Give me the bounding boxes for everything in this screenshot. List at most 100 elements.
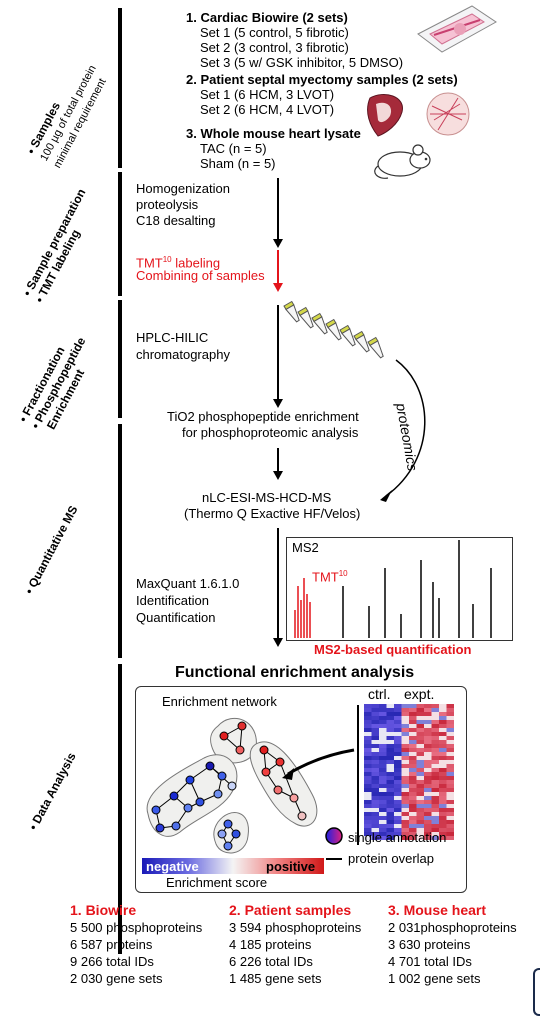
heatmap-cell xyxy=(416,716,424,720)
heatmap-cell xyxy=(364,788,372,792)
heatmap-cell xyxy=(371,704,379,708)
heatmap-cell xyxy=(371,716,379,720)
heatmap-cell xyxy=(431,752,439,756)
ms2-label: MS2 xyxy=(292,540,319,555)
heatmap-cell xyxy=(364,724,372,728)
heatmap-cell xyxy=(364,816,372,820)
heatmap-cell xyxy=(386,780,394,784)
heatmap-cell xyxy=(431,712,439,716)
heatmap-cell xyxy=(424,756,432,760)
heatmap-cell xyxy=(424,772,432,776)
heatmap-cell xyxy=(394,744,402,748)
heatmap-cell xyxy=(439,800,447,804)
heatmap-cell xyxy=(379,704,387,708)
mouse-icon xyxy=(374,144,431,179)
heatmap-cell xyxy=(379,708,387,712)
heatmap-cell xyxy=(401,708,409,712)
heatmap-cell xyxy=(409,736,417,740)
single-annotation-label: single annotation xyxy=(348,830,447,845)
heatmap-cell xyxy=(446,816,454,820)
heatmap-cell xyxy=(416,780,424,784)
protein-overlap-line xyxy=(326,858,342,860)
heatmap-cell xyxy=(416,800,424,804)
frac-arrow-head xyxy=(273,399,283,408)
heatmap-cell xyxy=(424,768,432,772)
heatmap-cell xyxy=(424,744,432,748)
prep-arrow-head xyxy=(273,239,283,248)
heatmap-cell xyxy=(371,792,379,796)
heatmap-cell xyxy=(386,748,394,752)
heatmap-cell xyxy=(409,812,417,816)
heatmap-cell xyxy=(416,728,424,732)
heatmap-cell xyxy=(439,788,447,792)
enrichment-colorbar xyxy=(142,858,324,874)
ms2-peaks xyxy=(294,540,492,638)
ms-instrument: nLC-ESI-MS-HCD-MS xyxy=(202,490,332,505)
heatmap-cell xyxy=(424,732,432,736)
heatmap-cell xyxy=(424,800,432,804)
prep-proteolysis: proteolysis xyxy=(136,197,199,212)
heatmap-cell xyxy=(439,720,447,724)
heatmap-cell xyxy=(379,792,387,796)
heatmap-cell xyxy=(431,832,439,836)
heatmap-cell xyxy=(439,792,447,796)
heatmap-cell xyxy=(386,828,394,832)
heatmap-cell xyxy=(416,828,424,832)
heatmap-cell xyxy=(424,808,432,812)
heatmap-cell xyxy=(431,724,439,728)
heatmap-cell xyxy=(379,764,387,768)
heatmap-cell xyxy=(424,708,432,712)
heatmap-cell xyxy=(394,716,402,720)
heatmap-cell xyxy=(394,812,402,816)
ms-arrow-line xyxy=(277,448,279,472)
heatmap-cell xyxy=(379,752,387,756)
heatmap-cell xyxy=(409,744,417,748)
heatmap-cell xyxy=(446,720,454,724)
heatmap-cell xyxy=(371,748,379,752)
heatmap-cell xyxy=(409,704,417,708)
heatmap-cell xyxy=(386,756,394,760)
heatmap-cell xyxy=(364,780,372,784)
heatmap-cell xyxy=(431,824,439,828)
label-samples: • Samples 100 µg of total protein minima… xyxy=(24,63,109,171)
heatmap-cell xyxy=(364,768,372,772)
heatmap-cell xyxy=(401,740,409,744)
heatmap-cell xyxy=(379,756,387,760)
heatmap-cell xyxy=(439,836,447,840)
heatmap-cell xyxy=(394,764,402,768)
heatmap-cell xyxy=(379,832,387,836)
heatmap-cell xyxy=(364,772,372,776)
heatmap-cell xyxy=(371,772,379,776)
heatmap-cell xyxy=(416,748,424,752)
heatmap-cell xyxy=(394,816,402,820)
heatmap-cell xyxy=(401,752,409,756)
heatmap-cell xyxy=(394,776,402,780)
heatmap-cell xyxy=(446,744,454,748)
heatmap-cell xyxy=(431,740,439,744)
heatmap-cell xyxy=(424,812,432,816)
heatmap-cell xyxy=(379,736,387,740)
label-analysis: • Data Analysis xyxy=(26,750,79,833)
sample-1-set3: Set 3 (5 w/ GSK inhibitor, 5 DMSO) xyxy=(200,55,404,70)
heatmap-cell xyxy=(439,780,447,784)
heatmap-cell xyxy=(446,776,454,780)
heatmap-cell xyxy=(446,712,454,716)
section-bar-prep xyxy=(118,172,122,296)
heatmap-cell xyxy=(371,808,379,812)
heatmap-cell xyxy=(431,764,439,768)
heatmap-cell xyxy=(371,832,379,836)
heatmap-cell xyxy=(401,780,409,784)
result-2-ids: 6 226 total IDs xyxy=(229,954,313,969)
result-3-ids: 4 701 total IDs xyxy=(388,954,472,969)
heatmap-cell xyxy=(431,756,439,760)
heatmap-cell xyxy=(386,740,394,744)
heatmap-cell xyxy=(401,704,409,708)
heatmap-cell xyxy=(394,824,402,828)
heatmap-cell xyxy=(401,808,409,812)
heatmap-cell xyxy=(401,816,409,820)
result-3-phospho: 2 031phosphoproteins xyxy=(388,920,517,935)
heatmap-cell xyxy=(431,760,439,764)
result-2-proteins: 4 185 proteins xyxy=(229,937,312,952)
heatmap-cell xyxy=(379,716,387,720)
heatmap-cell xyxy=(424,724,432,728)
